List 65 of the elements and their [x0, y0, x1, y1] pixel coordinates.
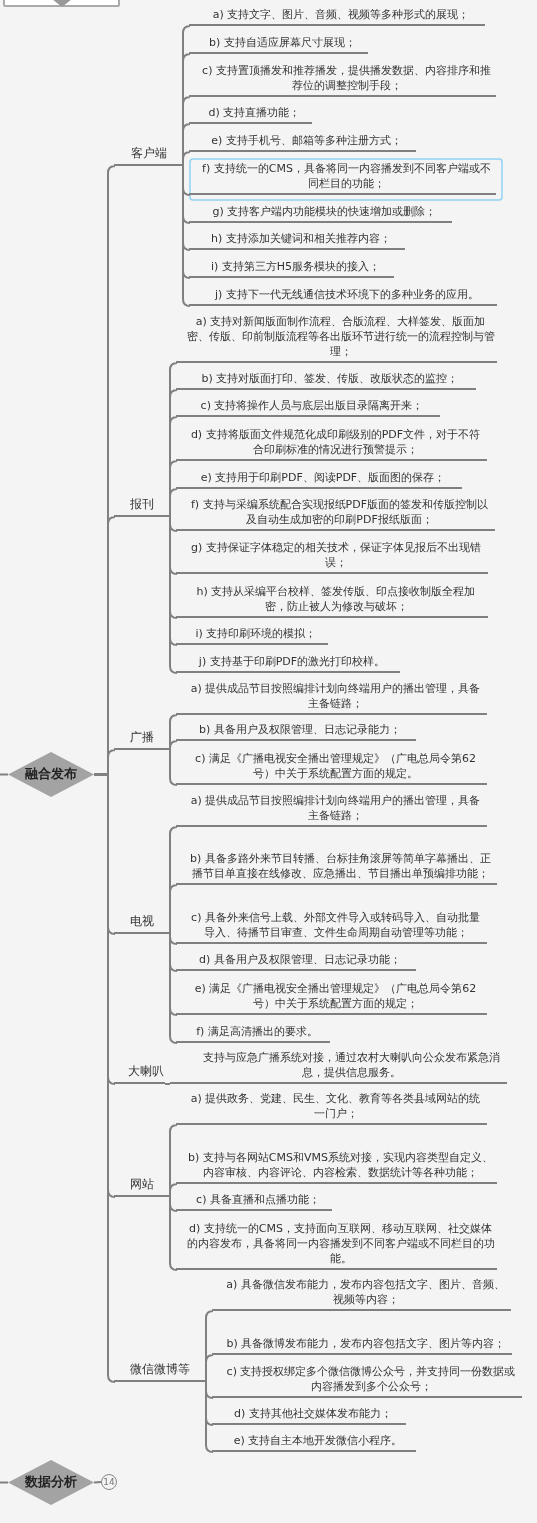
subtopic-text: f) 满足高清播出的要求。 — [176, 1024, 330, 1043]
subtopic-text: h) 支持添加关键词和相关推荐内容； — [189, 231, 405, 250]
subtopic-text: j) 支持下一代无线通信技术环境下的多种业务的应用。 — [189, 287, 497, 306]
subtopic-text: e) 支持自主本地开发微信小程序。 — [212, 1433, 416, 1452]
branch-topic: 网站 — [114, 1177, 170, 1197]
subtopic-text: b) 支持对版面打印、签发、传版、改版状态的监控； — [176, 371, 476, 390]
topic-diamond: 融合发布 — [8, 752, 94, 797]
subtopic-text: a) 支持对新闻版面制作流程、合版流程、大样签发、版面加密、传版、印前制版流程等各出版环节进行统一的流程控制与管理； — [176, 314, 497, 363]
subtopic-text: a) 支持文字、图片、音频、视频等多种形式的展现； — [189, 7, 485, 26]
connector-line — [205, 1354, 214, 1383]
subtopic-text: c) 支持置顶播发和推荐播发，提供播发数据、内容排序和推荐位的调整控制手段； — [189, 63, 496, 97]
connector-line — [169, 749, 178, 786]
branch-topic: 微信微博等 — [114, 1362, 206, 1382]
subtopic-text: b) 具备用户及权限管理、日志记录能力； — [176, 722, 416, 741]
subtopic-text: j) 支持基于印刷PDF的激光打印校样。 — [176, 654, 400, 673]
connector-line — [169, 1196, 178, 1271]
subtopic-text: f) 支持统一的CMS，具备将同一内容播发到不同客户端或不同栏目的功能； — [189, 161, 496, 195]
connector-line — [182, 165, 191, 307]
connector-line — [0, 1481, 9, 1484]
subtopic-text: c) 满足《广播电视安全播出管理规定》（广电总局令第62号）中关于系统配置方面的规定。 — [176, 751, 487, 785]
subtopic-text: a) 提供政务、党建、民生、文化、教育等各类县域网站的统一门户； — [176, 1091, 487, 1125]
connector-line — [169, 1183, 178, 1198]
connector-line — [205, 1381, 214, 1453]
connector-line — [164, 1083, 171, 1085]
subtopic-text: f) 支持与采编系统配合实现报纸PDF版面的签发和传版控制以及自动生成加密的印刷PDF报纸版面； — [176, 497, 495, 531]
subtopic-text: b) 支持与各网站CMS和VMS系统对接，实现内容类型自定义、内容审核、内容评论、内容检索、数据统计等各种功能； — [176, 1150, 497, 1184]
subtopic-text: g) 支持客户端内功能模块的快速增加或删除； — [189, 204, 452, 223]
subtopic-text: i) 支持第三方H5服务模块的接入； — [189, 259, 394, 278]
subtopic-text: b) 具备多路外来节目转播、台标挂角滚屏等简单字幕播出、正播节目单直接在线修改、应急播出、节目播出单预编排功能； — [176, 851, 497, 885]
subtopic-text: c) 支持授权绑定多个微信微博公众号，并支持同一份数据或内容播发到多个公众号； — [212, 1364, 522, 1398]
branch-topic: 报刊 — [114, 497, 170, 517]
connector-line — [182, 151, 191, 167]
subtopic-text: e) 支持手机号、邮箱等多种注册方式； — [189, 133, 416, 152]
connector-line — [169, 516, 178, 674]
connector-line — [169, 740, 178, 751]
subtopic-text: b) 具备微博发布能力，发布内容包括文字、图片等内容； — [212, 1336, 512, 1355]
subtopic-text: g) 支持保证字体稳定的相关技术，保证字体见报后不出现错误； — [176, 540, 488, 574]
subtopic-text: d) 支持统一的CMS，支持面向互联网、移动互联网、社交媒体的内容发布，具备将同一内容播发到不同客户端或不同栏目的功能。 — [176, 1221, 497, 1270]
subtopic-text: i) 支持印刷环境的模拟； — [176, 626, 328, 645]
topic-diamond: 数据分析 — [8, 1460, 94, 1505]
subtopic-text: 支持与应急广播系统对接，通过农村大喇叭向公众发布紧急消息，提供信息服务。 — [170, 1050, 507, 1084]
subtopic-text: e) 满足《广播电视安全播出管理规定》（广电总局令第62号）中关于系统配置方面的规定； — [176, 981, 487, 1015]
branch-topic: 电视 — [114, 914, 170, 934]
subtopic-text: c) 具备外来信号上载、外部文件导入或转码导入、自动批量导入、待播节目审查、文件生命周期自动管理等功能； — [176, 910, 487, 944]
subtopic-text: a) 提供成品节目按照编排计划向终端用户的播出管理，具备主备链路； — [176, 793, 487, 827]
subtopic-text: a) 提供成品节目按照编排计划向终端用户的播出管理，具备主备链路； — [176, 681, 487, 715]
branch-topic: 大喇叭 — [114, 1064, 165, 1084]
connector-line — [93, 1481, 102, 1484]
subtopic-text: a) 具备微信发布能力，发布内容包括文字、图片、音频、视频等内容； — [212, 1277, 511, 1311]
collapsed-count-badge: 14 — [101, 1474, 117, 1490]
subtopic-text: d) 支持其他社交媒体发布能力； — [212, 1406, 406, 1425]
subtopic-text: c) 支持将操作人员与底层出版目录隔离开来； — [176, 398, 440, 417]
connector-line — [169, 933, 178, 1044]
connector-line — [169, 884, 178, 935]
branch-topic: 广播 — [114, 730, 170, 750]
subtopic-text: d) 具备用户及权限管理、日志记录功能； — [176, 952, 416, 971]
subtopic-text: e) 支持用于印刷PDF、阅读PDF、版面图的保存； — [176, 470, 462, 489]
branch-topic: 客户端 — [114, 146, 183, 166]
subtopic-text: b) 支持自适应屏幕尺寸展现； — [189, 35, 368, 54]
subtopic-text: h) 支持从采编平台校样、签发传版、印点接收制版全程加密，防止被人为修改与破坏； — [176, 584, 488, 618]
connector-line — [169, 488, 178, 518]
subtopic-text: d) 支持将版面文件规范化成印刷级别的PDF文件，对于不符合印刷标准的情况进行预警提示； — [176, 427, 487, 461]
subtopic-text: d) 支持直播功能； — [189, 105, 312, 124]
connector-line — [0, 773, 9, 776]
subtopic-text: c) 具备直播和点播功能； — [176, 1192, 332, 1211]
